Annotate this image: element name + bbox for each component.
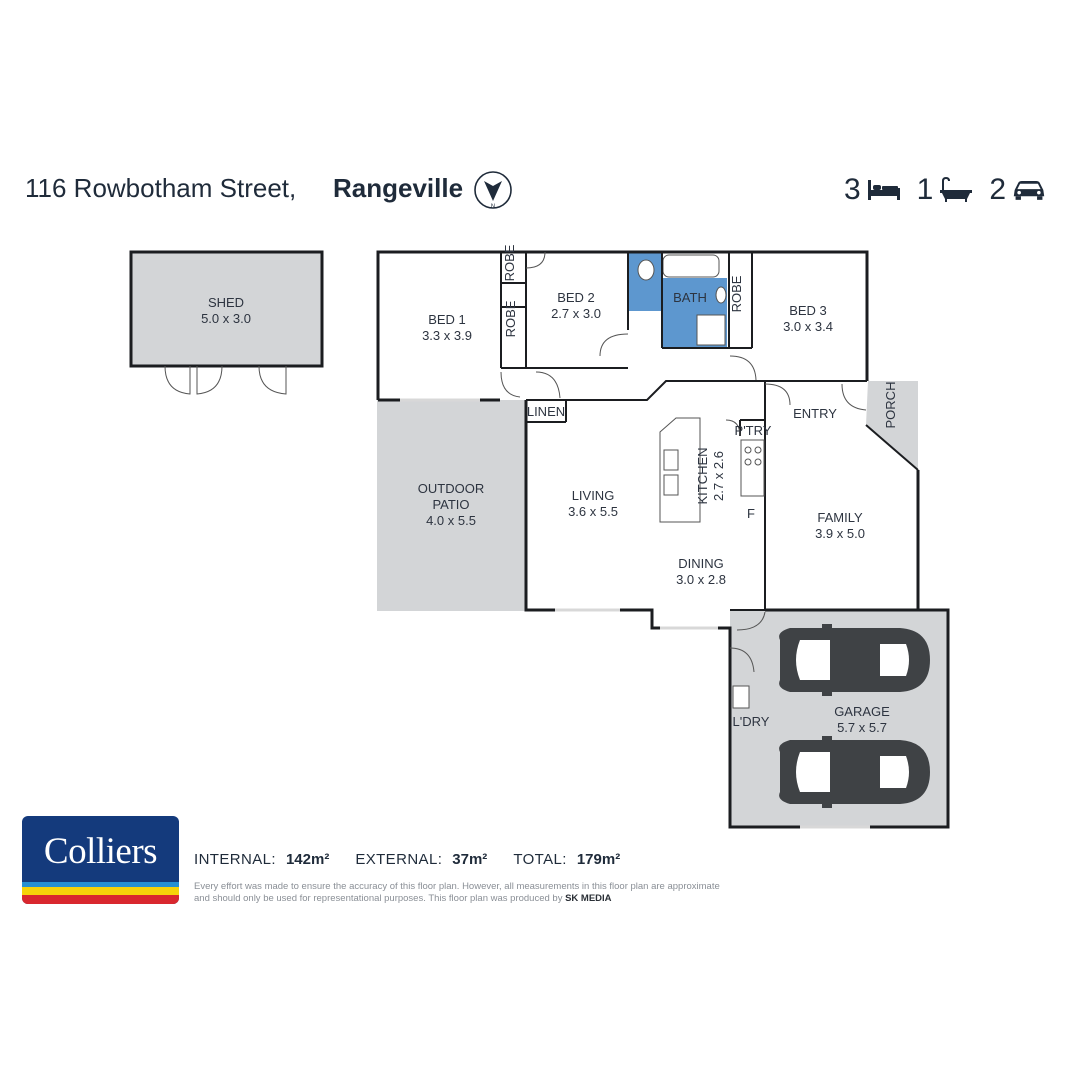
bed2-size: 2.7 x 3.0 xyxy=(551,306,601,321)
fridge-label: F xyxy=(747,506,755,521)
bed1-name: BED 1 xyxy=(428,312,466,327)
external-label: EXTERNAL: xyxy=(355,851,443,868)
kitchen-size: 2.7 x 2.6 xyxy=(711,451,726,501)
bathroom-count: 1 xyxy=(916,173,934,206)
disclaimer: Every effort was made to ensure the accu… xyxy=(194,881,754,905)
address-street: 116 Rowbotham Street, xyxy=(25,173,297,203)
room-labels: SHED 5.0 x 3.0 BED 1 3.3 x 3.9 ROBE ROBE… xyxy=(201,244,898,735)
header: 116 Rowbotham Street, Rangeville N 3 1 2 xyxy=(0,0,1080,240)
patio-name: OUTDOOR xyxy=(418,481,484,496)
compass-icon: N xyxy=(474,171,512,210)
family-size: 3.9 x 5.0 xyxy=(815,526,865,541)
entry-label: ENTRY xyxy=(793,406,837,421)
internal-area: INTERNAL: 142m² xyxy=(194,851,329,868)
bath-name: BATH xyxy=(673,290,707,305)
bath-icon xyxy=(940,177,973,202)
dining-size: 3.0 x 2.8 xyxy=(676,572,726,587)
car-bottom xyxy=(779,736,930,808)
laundry-label: L'DRY xyxy=(733,714,770,729)
bed3-size: 3.0 x 3.4 xyxy=(783,319,833,334)
external-value: 37m² xyxy=(452,851,488,868)
disclaimer-line-2-text: and should only be used for representati… xyxy=(194,893,563,904)
outdoor-patio xyxy=(377,400,525,611)
shed-size: 5.0 x 3.0 xyxy=(201,311,251,326)
pantry-label: P'TRY xyxy=(735,423,772,438)
living-name: LIVING xyxy=(572,488,615,503)
internal-value: 142m² xyxy=(285,851,330,868)
bed1-size: 3.3 x 3.9 xyxy=(422,328,472,343)
porch xyxy=(866,381,918,470)
kitchen-bench xyxy=(659,417,765,523)
bed3-name: BED 3 xyxy=(789,303,827,318)
colliers-logo: Colliers xyxy=(22,816,179,904)
car-icon xyxy=(1013,181,1045,200)
robe2-label: ROBE xyxy=(503,300,518,337)
shower xyxy=(696,314,726,346)
disclaimer-line-2: and should only be used for representati… xyxy=(194,893,754,905)
car-top xyxy=(779,624,930,696)
bathtub xyxy=(662,254,720,278)
bed2-name: BED 2 xyxy=(557,290,595,305)
linen-label: LINEN xyxy=(527,404,565,419)
kitchen-name: KITCHEN xyxy=(695,447,710,504)
total-area: TOTAL: 179m² xyxy=(513,851,620,868)
porch-label: PORCH xyxy=(883,382,898,429)
external-area: EXTERNAL: 37m² xyxy=(355,851,487,868)
robe3-label: ROBE xyxy=(729,275,744,312)
shed xyxy=(129,250,324,395)
total-value: 179m² xyxy=(576,851,621,868)
windows xyxy=(400,398,870,829)
total-label: TOTAL: xyxy=(513,851,567,868)
basin xyxy=(715,286,727,304)
logo-stripe-yellow xyxy=(22,887,179,895)
logo-stripe-red xyxy=(22,895,179,904)
producer-name: SK MEDIA xyxy=(565,893,612,904)
door-swings xyxy=(500,251,867,673)
bed-icon xyxy=(867,180,900,200)
garage-size: 5.7 x 5.7 xyxy=(837,720,887,735)
area-summary: INTERNAL: 142m² EXTERNAL: 37m² TOTAL: 179m² xyxy=(194,851,620,868)
property-features: 3 1 2 xyxy=(844,172,1056,208)
laundry-tub xyxy=(732,685,750,709)
patio-name2: PATIO xyxy=(432,497,469,512)
patio-size: 4.0 x 5.5 xyxy=(426,513,476,528)
living-size: 3.6 x 5.5 xyxy=(568,504,618,519)
bedroom-count: 3 xyxy=(843,173,861,206)
shed-name: SHED xyxy=(208,295,244,310)
address-suburb: Rangeville xyxy=(333,173,464,203)
robe1-label: ROBE xyxy=(502,244,517,281)
car-space-count: 2 xyxy=(989,173,1006,206)
compass-letter: N xyxy=(491,204,495,210)
disclaimer-line-1: Every effort was made to ensure the accu… xyxy=(194,881,720,892)
logo-stripe-blue xyxy=(22,882,179,887)
logo-text: Colliers xyxy=(43,831,158,872)
toilet-fixture xyxy=(637,259,655,281)
dining-name: DINING xyxy=(678,556,724,571)
family-name: FAMILY xyxy=(817,510,863,525)
garage-name: GARAGE xyxy=(834,704,890,719)
internal-label: INTERNAL: xyxy=(194,851,276,868)
interior-walls xyxy=(500,252,919,611)
